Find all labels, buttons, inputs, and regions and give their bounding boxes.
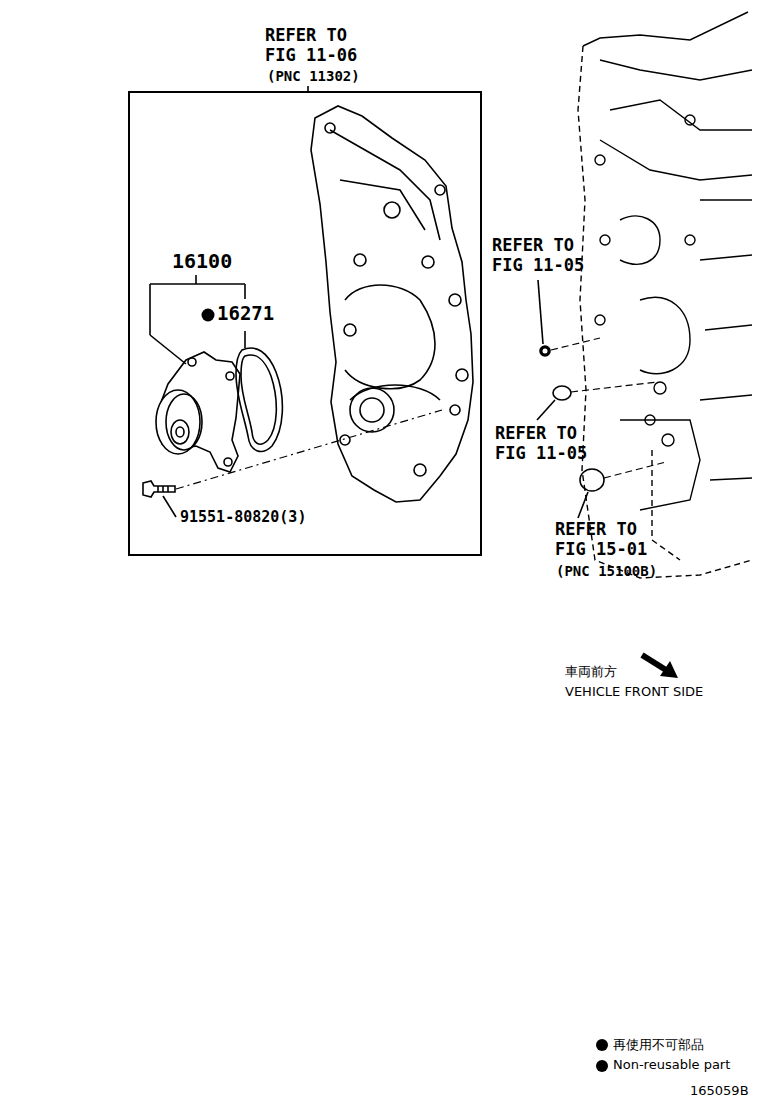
legend-text: Non-reusable part — [613, 1057, 730, 1072]
reference-note: REFER TO FIG 11-05 — [495, 424, 599, 463]
group-frame — [128, 91, 482, 556]
reference-note: REFER TO FIG 15-01 — [555, 520, 659, 559]
callout-number: 16271 — [217, 303, 274, 325]
direction-label: VEHICLE FRONT SIDE — [565, 684, 703, 699]
legend-dot — [596, 1039, 608, 1051]
callout-number: 16100 — [172, 250, 232, 273]
reference-note: (PNC 15100B) — [556, 563, 657, 579]
reference-note: REFER TO FIG 11-06 — [265, 26, 369, 65]
figure-number: 165059B — [690, 1083, 749, 1098]
reference-note: REFER TO FIG 11-05 — [492, 236, 596, 275]
legend-dot — [596, 1060, 608, 1072]
direction-label: 車両前方 — [565, 663, 617, 681]
reference-note: (PNC 11302) — [267, 68, 397, 84]
legend-text: 再使用不可部品 — [613, 1036, 704, 1054]
parts-group-box: REFER TO FIG 11-06 (PNC 11302) — [128, 22, 482, 556]
part-number: 91551-80820(3) — [180, 509, 306, 526]
